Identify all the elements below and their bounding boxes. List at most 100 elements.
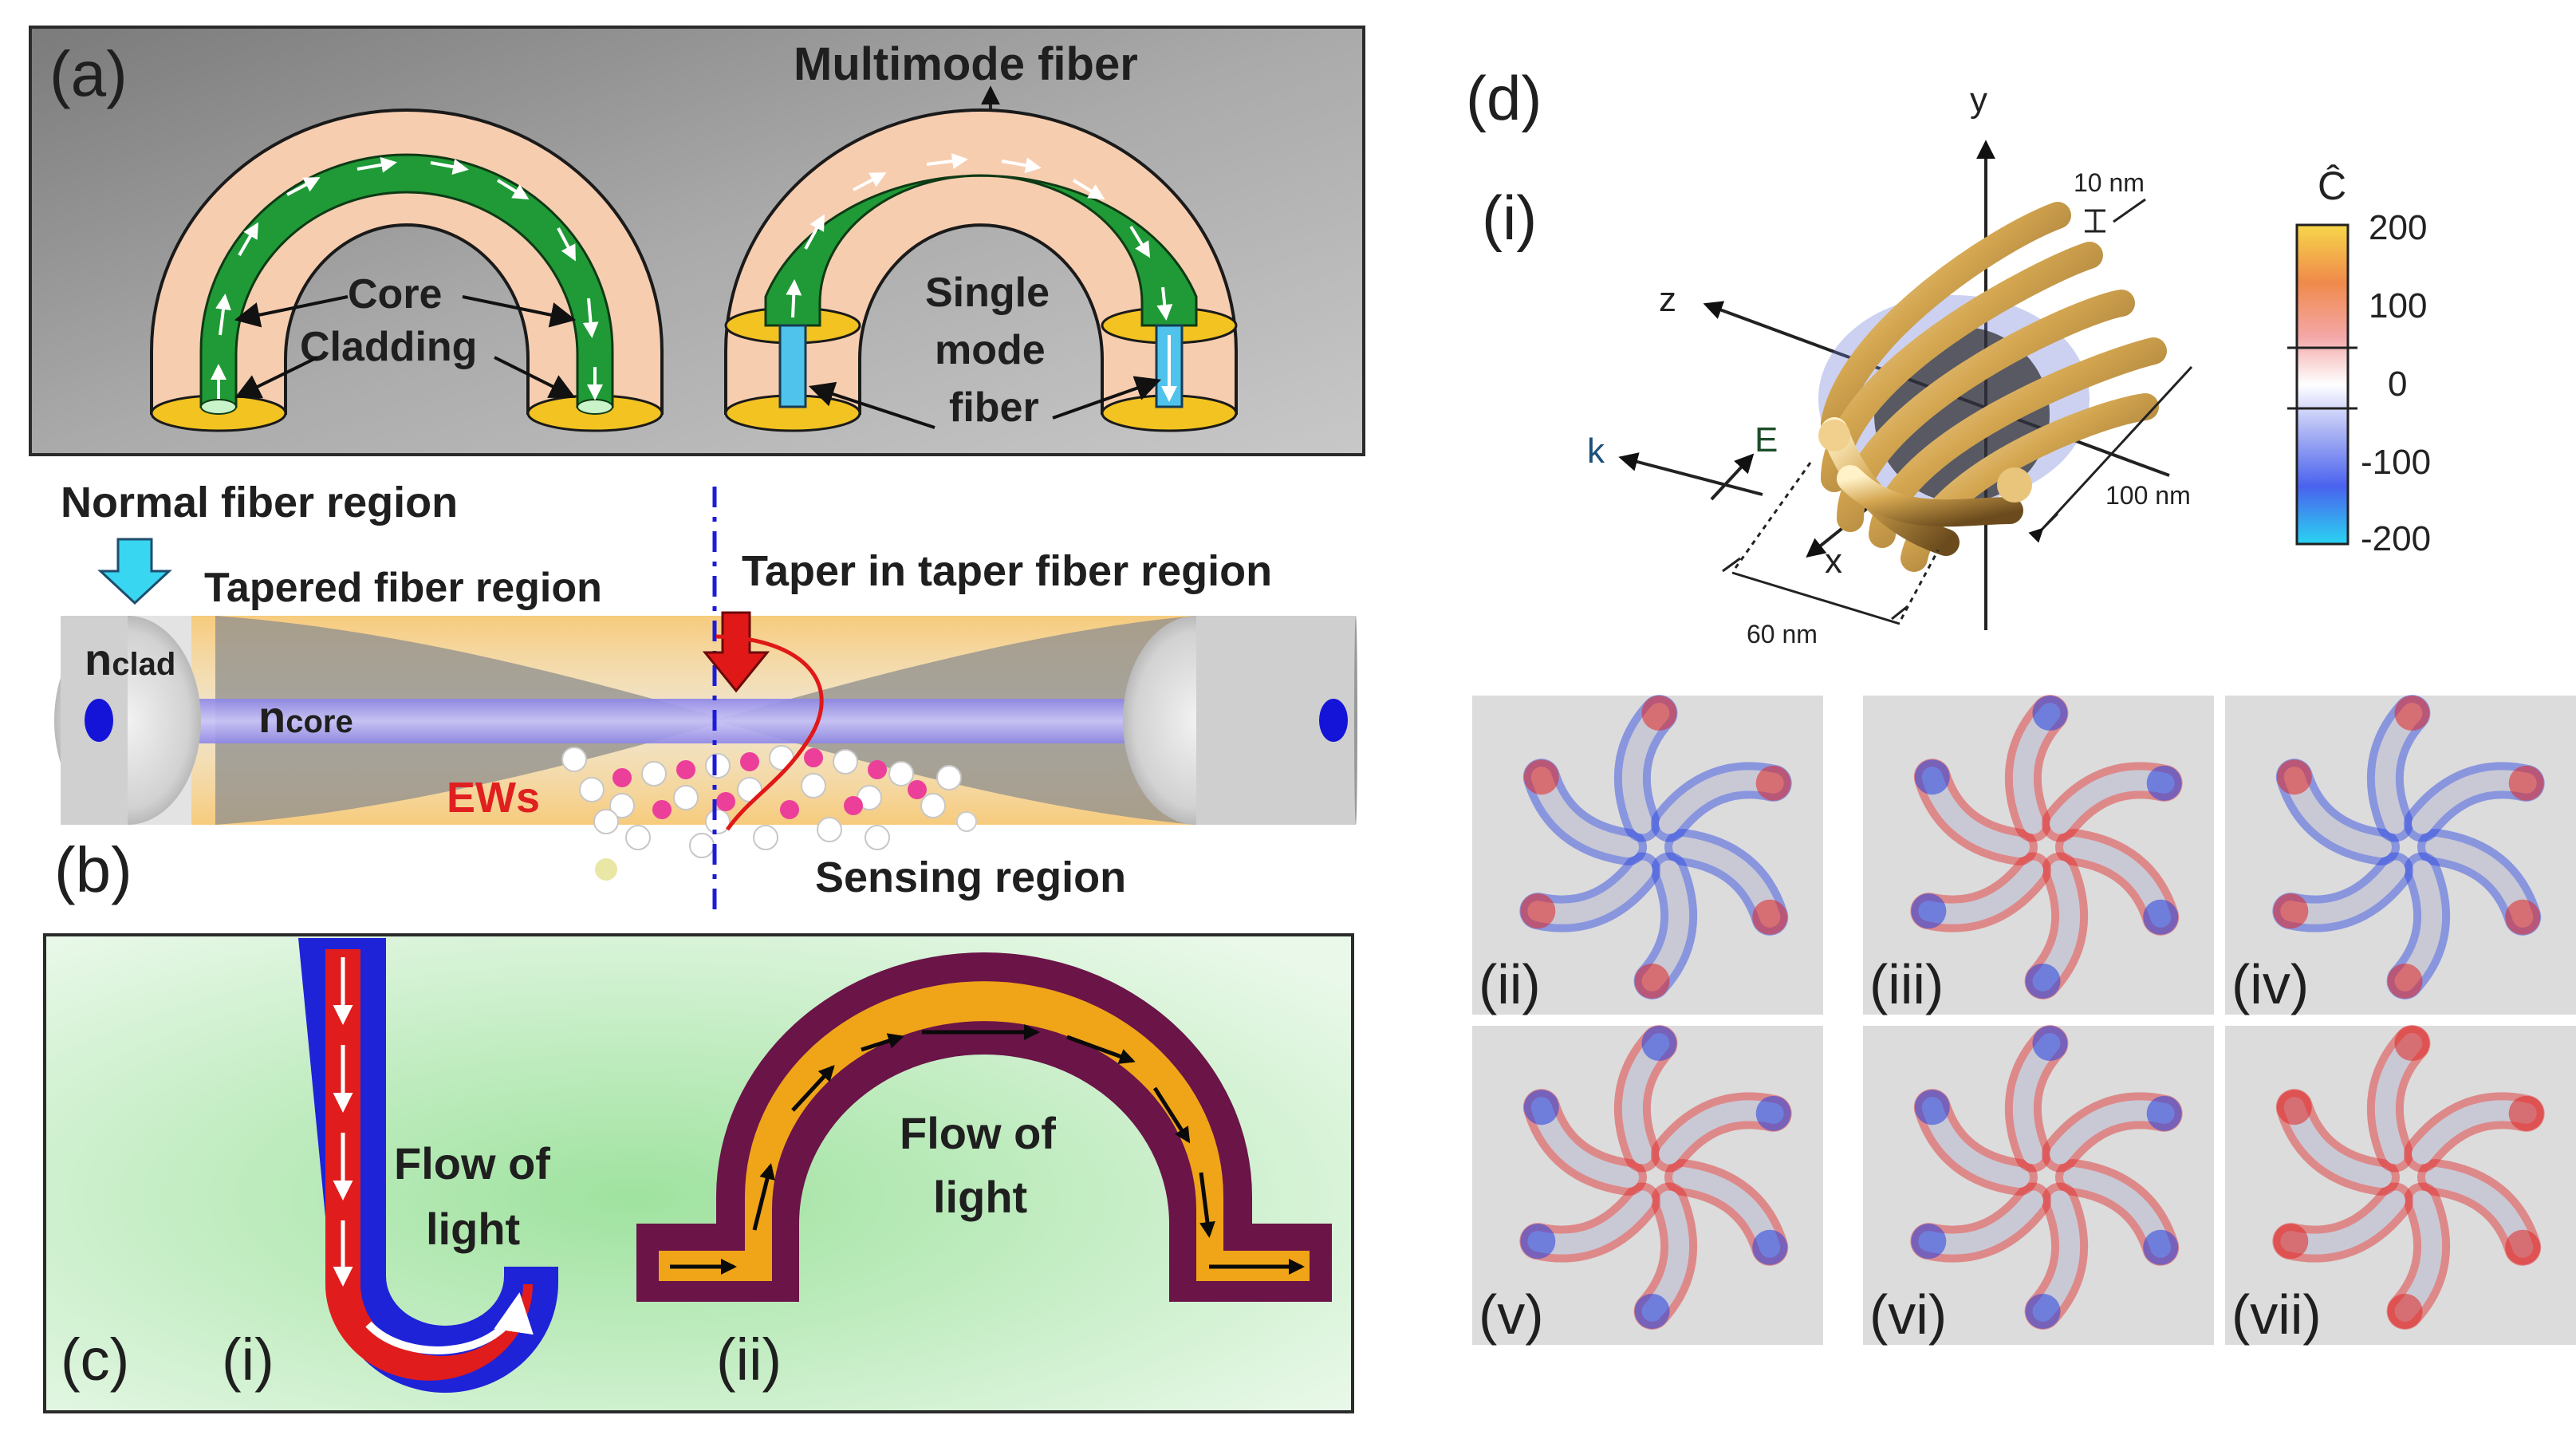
- arm-tip-field: [2276, 759, 2312, 795]
- panel-c-sub-ii: (ii): [716, 1327, 782, 1393]
- field-map-4: (iv): [2225, 695, 2576, 1015]
- arm-tip-field: [1634, 963, 1670, 999]
- arm-tip-field: [2505, 1229, 2541, 1265]
- panel-a: (a) Multimode fiber Core Cladding: [29, 26, 1365, 456]
- j-waveguide-cladding: [298, 938, 558, 1393]
- arm-tip-field: [1914, 1090, 1950, 1125]
- arm-tip-field: [2394, 1026, 2430, 1062]
- arm-tip-field: [2143, 1229, 2179, 1265]
- core-end-left: [200, 399, 237, 415]
- normal-region-label: Normal fiber region: [61, 479, 458, 526]
- colorbar: [2295, 223, 2350, 546]
- arm-tip-field: [2276, 1090, 2312, 1125]
- arm-tip-field: [1634, 1293, 1670, 1329]
- colorbar-tick-0: 200: [2369, 208, 2427, 247]
- arm-tip-field: [1911, 1224, 1947, 1260]
- arm-tip-field: [2508, 1095, 2544, 1131]
- core-end-right: [577, 399, 613, 415]
- sensing-molecules: [561, 745, 977, 881]
- arch-waveguide-core: [659, 981, 1310, 1281]
- arm-tip-field: [1911, 893, 1947, 929]
- j-waveguide-core: [325, 949, 533, 1381]
- panel-b-tag: (b): [54, 834, 132, 905]
- arch-flow-arrows: [670, 1024, 1305, 1275]
- normal-region-arrow: [97, 538, 172, 605]
- taper-in-taper-label: Taper in taper fiber region: [742, 547, 1272, 595]
- arm-tip-field: [2273, 1224, 2309, 1260]
- field-map-6: (vi): [1863, 1025, 2214, 1346]
- arch-waveguide-cladding: [636, 952, 1332, 1302]
- colorbar-tick-2: 0: [2388, 365, 2407, 404]
- arm-tip-field: [2387, 1293, 2423, 1329]
- cladding-label: Cladding: [300, 324, 477, 370]
- arm-tip-field: [1914, 759, 1950, 795]
- arm-tip-field: [2146, 765, 2182, 801]
- field-map-5: (v): [1472, 1025, 1823, 1346]
- cladding-arch-left: [150, 108, 664, 415]
- field-map-label: (iv): [2231, 953, 2309, 1015]
- axis-z-label: z: [1659, 280, 1676, 319]
- k-vector: [1618, 452, 1763, 496]
- panel-a-tag: (a): [49, 38, 128, 109]
- evanescent-wave-curve: [715, 634, 824, 831]
- field-map-7: (vii): [2225, 1025, 2576, 1346]
- colorbar-tick-3: -100: [2361, 443, 2431, 482]
- panel-d: (d) (i) y z x k E: [1466, 63, 2576, 1346]
- dim-60nm: 60 nm: [1747, 620, 1818, 648]
- core-label: Core: [348, 271, 442, 317]
- arm-tip-field: [2143, 899, 2179, 935]
- flow-i-line2: light: [426, 1204, 520, 1254]
- field-map-label: (vi): [1869, 1283, 1947, 1346]
- arm-tip-field: [1523, 1090, 1559, 1125]
- fiber-core: [128, 699, 1196, 743]
- ews-label: EWs: [447, 774, 540, 822]
- field-maps: (ii) (iii) (iv) (v) (vi) (vii): [1472, 695, 2576, 1346]
- flow-i-line1: Flow of: [394, 1138, 550, 1189]
- taper-in-taper-arrow: [702, 611, 770, 693]
- j-curve-arrow: [365, 1292, 534, 1354]
- panel-c-sub-i: (i): [222, 1327, 274, 1393]
- n-core-label: ncore: [258, 692, 353, 742]
- fiber-right-edge: [1354, 616, 1357, 825]
- arm-tip-field: [2025, 1293, 2061, 1329]
- arm-tip-field: [1755, 1095, 1791, 1131]
- arm-tip-field: [2387, 963, 2423, 999]
- e-vector: [1710, 453, 1755, 501]
- mode-label: mode: [935, 327, 1046, 373]
- cladding-arch-right: [724, 108, 1238, 415]
- field-map-3: (iii): [1863, 695, 2214, 1015]
- panel-d-tag: (d): [1466, 63, 1542, 133]
- arm-tip-field: [2394, 696, 2430, 731]
- arm-tip-field: [2025, 963, 2061, 999]
- multimode-label: Multimode fiber: [794, 38, 1138, 90]
- panel-c: Flow of light Flow of light (c) (i) (ii): [43, 933, 1354, 1413]
- arm-tip-field: [2146, 1095, 2182, 1131]
- dim-10nm: 10 nm: [2074, 168, 2145, 197]
- field-map-2: (ii): [1472, 695, 1823, 1015]
- core-dot-left: [85, 699, 113, 742]
- arm-tip-field: [1755, 765, 1791, 801]
- single-mode-core-left: [778, 324, 807, 408]
- single-label: Single: [925, 270, 1050, 316]
- fiber-label: fiber: [949, 384, 1039, 431]
- flow-arrows-left: [211, 156, 603, 400]
- field-map-label: (v): [1479, 1283, 1544, 1346]
- panel-d-sub-i: (i): [1482, 183, 1537, 253]
- arm-tip-field: [1752, 899, 1788, 935]
- core-arch-right: [764, 174, 1198, 327]
- arm-tip-field: [2032, 696, 2068, 731]
- label-pointers-left: [234, 295, 577, 399]
- field-map-label: (ii): [1479, 953, 1541, 1015]
- arm-tip-field: [2032, 1026, 2068, 1062]
- arm-tip-field: [1641, 1026, 1677, 1062]
- axis-x-label: x: [1825, 542, 1842, 581]
- axis-y-label: y: [1970, 81, 1987, 120]
- panel-c-tag: (c): [61, 1327, 129, 1393]
- flow-ii-line2: light: [933, 1172, 1027, 1222]
- label-pointers-right: [808, 376, 1162, 429]
- colorbar-marks: [2287, 346, 2357, 410]
- field-map-label: (iii): [1869, 953, 1944, 1015]
- arm-tip-field: [1523, 759, 1559, 795]
- tapered-region-label: Tapered fiber region: [204, 565, 602, 611]
